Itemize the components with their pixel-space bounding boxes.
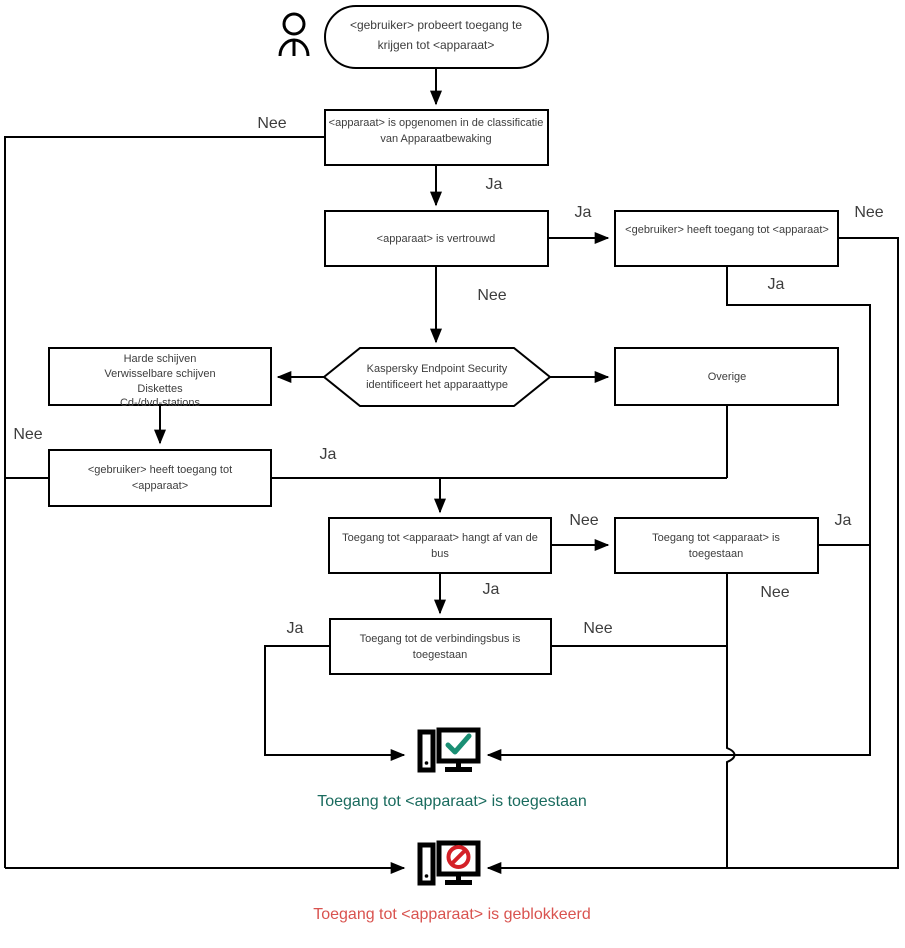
node-drive-types-line4: Cd-/dvd-stations <box>120 397 201 409</box>
node-identify-line2: identificeert het apparaattype <box>366 379 508 391</box>
node-identify-line1: Kaspersky Endpoint Security <box>367 363 508 375</box>
node-user-access-device-top: <gebruiker> heeft toegang tot <apparaat> <box>614 210 839 267</box>
allowed-caption: Toegang tot <apparaat> is toegestaan <box>317 793 587 810</box>
computer-blocked-icon <box>417 840 481 886</box>
edge-user-access-top-yes <box>486 266 871 761</box>
label-device-allowed-no: Nee <box>760 584 789 601</box>
node-depends-on-bus: Toegang tot <apparaat> hangt af van de b… <box>328 517 552 574</box>
computer-allowed-icon <box>417 727 481 773</box>
label-classified-yes: Ja <box>486 176 503 193</box>
node-trusted-line1: <apparaat> is vertrouwd <box>377 233 496 245</box>
label-bus-depends-yes: Ja <box>483 581 500 598</box>
node-drive-types-line3: Diskettes <box>137 383 183 395</box>
node-user-access-left-line1: <gebruiker> heeft toegang tot <box>88 464 232 476</box>
node-bus-access-allowed-line2: toegestaan <box>413 649 467 661</box>
node-start-line2: krijgen tot <apparaat> <box>378 38 495 52</box>
node-device-access-allowed-line2: toegestaan <box>689 548 743 560</box>
label-device-allowed-yes: Ja <box>835 512 852 529</box>
node-start-line1: <gebruiker> probeert toegang te <box>350 18 522 32</box>
node-user-access-top-line1: <gebruiker> heeft toegang tot <apparaat> <box>625 224 829 236</box>
label-user-access-top-yes: Ja <box>768 276 785 293</box>
node-device-access-allowed: Toegang tot <apparaat> is toegestaan <box>614 517 819 574</box>
node-other-line1: Overige <box>708 371 747 383</box>
node-drive-types-line1: Harde schijven <box>124 353 197 365</box>
node-user-access-left-line2: <apparaat> <box>132 480 188 492</box>
node-other: Overige <box>614 347 839 406</box>
node-depends-on-bus-line2: bus <box>431 548 449 560</box>
node-device-access-allowed-line1: Toegang tot <apparaat> is <box>652 532 780 544</box>
label-classified-no: Nee <box>257 115 286 132</box>
connectors <box>4 68 899 874</box>
label-user-access-left-yes: Ja <box>320 446 337 463</box>
label-bus-depends-no: Nee <box>569 512 598 529</box>
person-icon <box>278 12 310 57</box>
label-user-access-left-no: Nee <box>13 426 42 443</box>
blocked-caption: Toegang tot <apparaat> is geblokkeerd <box>313 906 591 923</box>
edge-classified-no <box>4 136 325 868</box>
edge-bus-allowed-yes <box>264 645 406 761</box>
node-depends-on-bus-line1: Toegang tot <apparaat> hangt af van de <box>342 532 538 544</box>
label-bus-allowed-no: Nee <box>583 620 612 637</box>
label-bus-allowed-yes: Ja <box>287 620 304 637</box>
node-identify-device-type: Kaspersky Endpoint Security identificeer… <box>322 347 552 407</box>
node-bus-access-allowed: Toegang tot de verbindingsbus is toegest… <box>329 618 552 675</box>
label-trusted-no: Nee <box>477 287 506 304</box>
edge-device-allowed-no <box>726 574 736 868</box>
node-classified: <apparaat> is opgenomen in de classifica… <box>324 109 549 166</box>
label-user-access-top-no: Nee <box>854 204 883 221</box>
node-start: <gebruiker> probeert toegang te krijgen … <box>324 5 549 69</box>
edge-user-access-top-no <box>486 237 899 874</box>
node-user-access-device-left: <gebruiker> heeft toegang tot <apparaat> <box>48 449 272 507</box>
node-drive-types-line2: Verwisselbare schijven <box>104 368 215 380</box>
edge-labels: Nee Ja Ja Nee Nee Ja Nee Ja Nee Ja Ja Ne… <box>13 115 883 637</box>
node-classified-line1: <apparaat> is opgenomen in de classifica… <box>329 117 544 129</box>
node-bus-access-allowed-line1: Toegang tot de verbindingsbus is <box>360 633 521 645</box>
node-drive-types: Harde schijven Verwisselbare schijven Di… <box>48 347 272 409</box>
label-trusted-yes: Ja <box>575 204 592 221</box>
node-classified-line2: van Apparaatbewaking <box>380 133 491 145</box>
node-trusted: <apparaat> is vertrouwd <box>324 210 549 267</box>
